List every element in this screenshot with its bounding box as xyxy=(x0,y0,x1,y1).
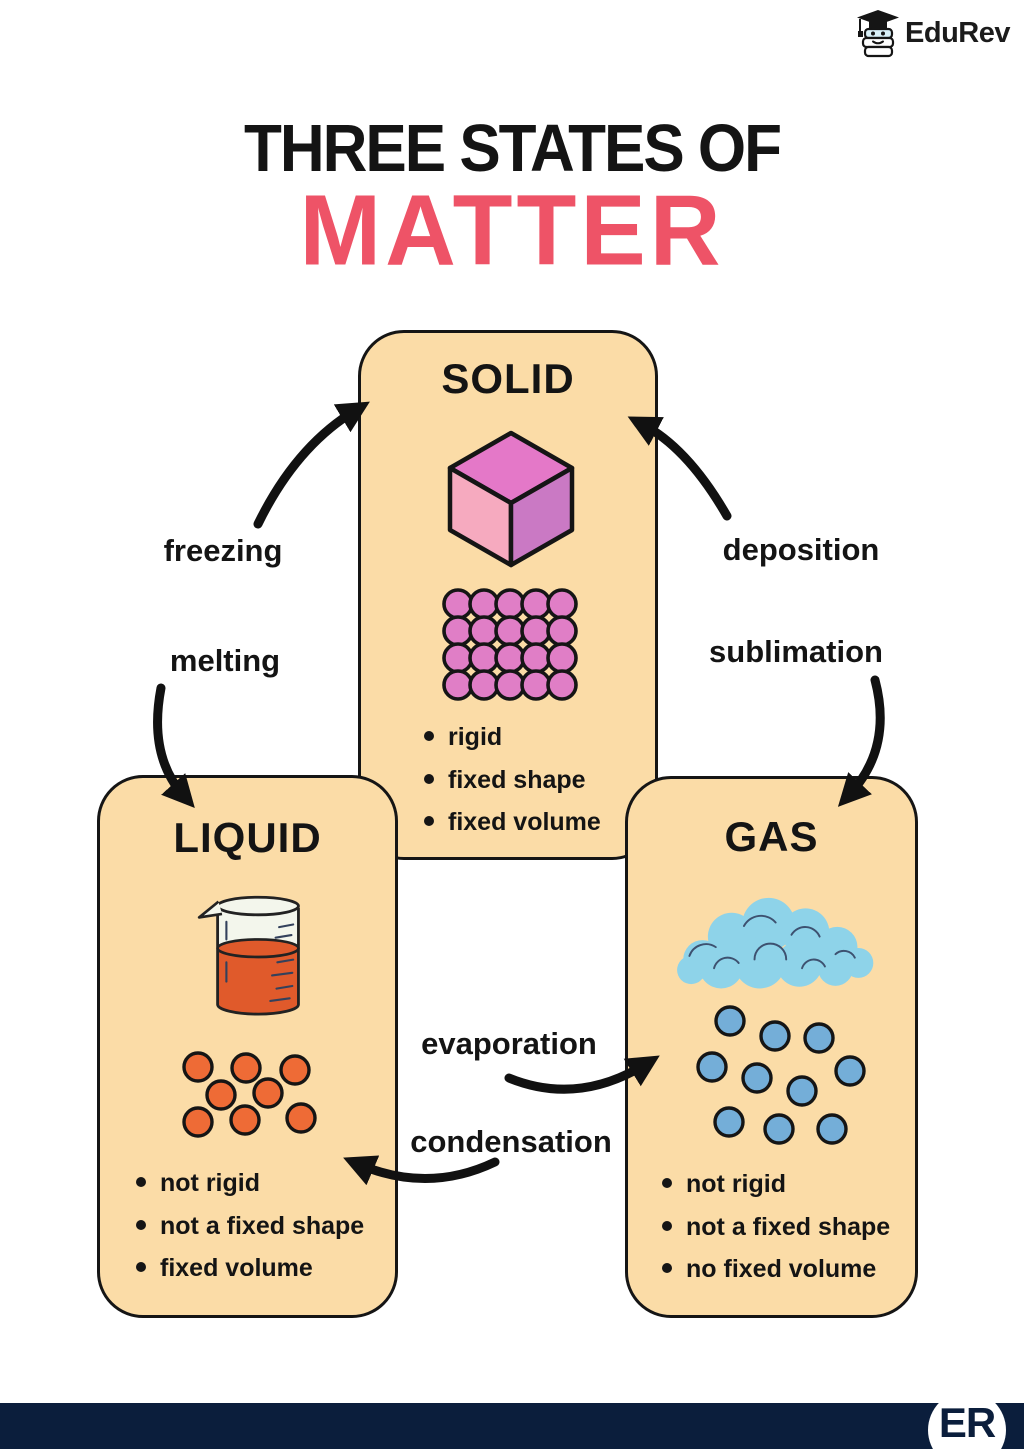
gas-property: not rigid xyxy=(659,1167,890,1202)
liquid-card-title: LIQUID xyxy=(173,814,322,861)
edurev-logo: EduRev xyxy=(855,8,1010,58)
er-badge: ER xyxy=(928,1391,1006,1449)
evaporation-label: evaporation xyxy=(421,1026,597,1061)
solid-property: rigid xyxy=(421,720,601,755)
poster-title-line2: MATTER xyxy=(299,173,725,287)
liquid-property: fixed volume xyxy=(133,1251,364,1286)
sublimation-label: sublimation xyxy=(709,634,883,669)
gas-property: not a fixed shape xyxy=(659,1210,890,1245)
liquid-properties-list: not rigid not a fixed shape fixed volume xyxy=(133,1166,364,1294)
gas-card: GAS xyxy=(625,776,918,1318)
condensation-label: condensation xyxy=(410,1124,612,1159)
footer-bar xyxy=(0,1403,1024,1449)
freezing-arrow xyxy=(253,401,370,529)
solid-card-title: SOLID xyxy=(441,355,575,402)
gas-particle-group xyxy=(696,1005,866,1145)
gas-properties-list: not rigid not a fixed shape no fixed vol… xyxy=(659,1167,890,1295)
solid-properties-list: rigid fixed shape fixed volume xyxy=(421,720,601,848)
beaker-illustration xyxy=(197,895,300,1016)
edurev-books-graduation-cap-icon xyxy=(857,10,900,58)
gas-property: no fixed volume xyxy=(659,1252,890,1287)
pink-cube-illustration xyxy=(447,430,575,568)
freezing-label: freezing xyxy=(163,533,283,568)
edurev-logo-label: EduRev xyxy=(905,16,1010,49)
liquid-property: not rigid xyxy=(133,1166,364,1201)
solid-card: SOLID rigid fixed shape fixed volume xyxy=(358,330,658,860)
deposition-label: deposition xyxy=(722,532,880,567)
liquid-property: not a fixed shape xyxy=(133,1209,364,1244)
solid-property: fixed shape xyxy=(421,763,601,798)
solid-particle-grid xyxy=(442,588,578,701)
liquid-card: LIQUID xyxy=(97,775,398,1318)
gas-card-title: GAS xyxy=(724,813,819,860)
poster-title-line1: THREE STATES OF xyxy=(243,111,782,187)
melting-label: melting xyxy=(169,643,281,678)
er-badge-label: ER xyxy=(938,1399,996,1446)
liquid-particle-group xyxy=(182,1051,317,1138)
cloud-illustration xyxy=(677,897,874,989)
solid-property: fixed volume xyxy=(421,805,601,840)
